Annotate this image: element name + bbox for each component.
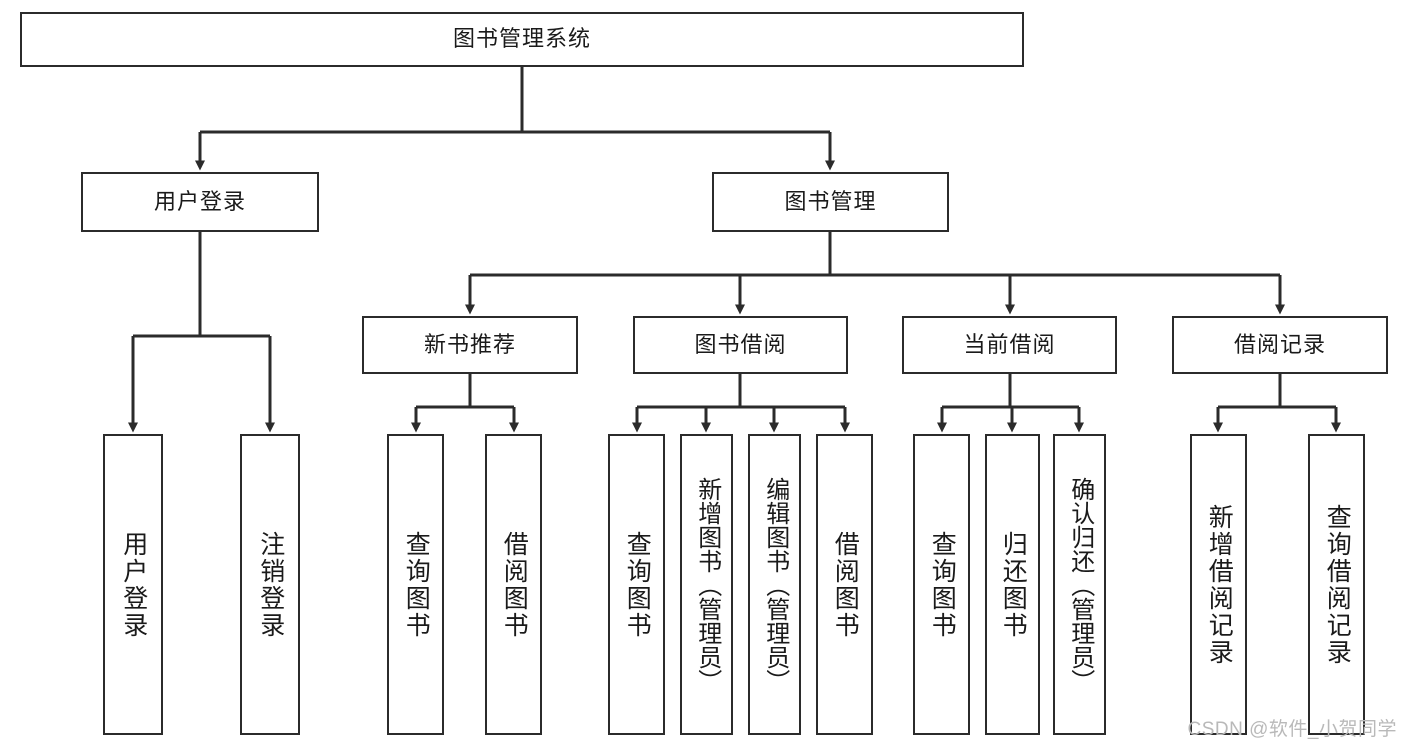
leaf-lend-book-label: 借阅图书 bbox=[831, 530, 860, 639]
leaf-add-borrow-record[interactable]: 新增借阅记录 bbox=[1190, 434, 1247, 735]
watermark: CSDN @软件_小贺同学 bbox=[1187, 719, 1397, 740]
node-book-management[interactable]: 图书管理 bbox=[712, 172, 949, 232]
leaf-add-book-admin-label: 新增图书（管理员） bbox=[693, 476, 721, 693]
leaf-add-book-admin[interactable]: 新增图书（管理员） bbox=[680, 434, 733, 735]
node-new-book-recommend-label: 新书推荐 bbox=[423, 331, 516, 357]
leaf-confirm-return-admin[interactable]: 确认归还（管理员） bbox=[1053, 434, 1106, 735]
node-new-book-recommend[interactable]: 新书推荐 bbox=[362, 316, 578, 374]
node-current-borrow-label: 当前借阅 bbox=[963, 331, 1056, 357]
leaf-borrow-book-rec-label: 借阅图书 bbox=[500, 530, 529, 639]
leaf-return-book-label: 归还图书 bbox=[999, 530, 1028, 639]
leaf-confirm-return-admin-label: 确认归还（管理员） bbox=[1066, 476, 1094, 693]
node-borrow-record-label: 借阅记录 bbox=[1233, 331, 1326, 357]
leaf-query-book-rec-label: 查询图书 bbox=[402, 530, 431, 639]
leaf-query-borrow-record-label: 查询借阅记录 bbox=[1323, 503, 1352, 666]
leaf-user-login[interactable]: 用户登录 bbox=[103, 434, 163, 735]
leaf-borrow-book-rec[interactable]: 借阅图书 bbox=[485, 434, 542, 735]
node-root[interactable]: 图书管理系统 bbox=[20, 12, 1024, 67]
leaf-lend-book[interactable]: 借阅图书 bbox=[816, 434, 873, 735]
node-user-login-label: 用户登录 bbox=[153, 188, 246, 214]
leaf-add-borrow-record-label: 新增借阅记录 bbox=[1205, 503, 1234, 666]
leaf-query-book-current[interactable]: 查询图书 bbox=[913, 434, 970, 735]
leaf-logout[interactable]: 注销登录 bbox=[240, 434, 300, 735]
leaf-query-book-current-label: 查询图书 bbox=[928, 530, 957, 639]
leaf-query-book-borrow[interactable]: 查询图书 bbox=[608, 434, 665, 735]
node-book-management-label: 图书管理 bbox=[784, 188, 877, 214]
node-book-borrow-label: 图书借阅 bbox=[694, 331, 787, 357]
leaf-logout-label: 注销登录 bbox=[256, 530, 285, 639]
leaf-return-book[interactable]: 归还图书 bbox=[985, 434, 1040, 735]
node-book-borrow[interactable]: 图书借阅 bbox=[633, 316, 848, 374]
node-root-label: 图书管理系统 bbox=[452, 26, 591, 52]
leaf-query-book-rec[interactable]: 查询图书 bbox=[387, 434, 444, 735]
leaf-edit-book-admin[interactable]: 编辑图书（管理员） bbox=[748, 434, 801, 735]
node-borrow-record[interactable]: 借阅记录 bbox=[1172, 316, 1388, 374]
node-user-login[interactable]: 用户登录 bbox=[81, 172, 319, 232]
leaf-user-login-label: 用户登录 bbox=[119, 530, 148, 639]
leaf-edit-book-admin-label: 编辑图书（管理员） bbox=[761, 476, 789, 693]
leaf-query-borrow-record[interactable]: 查询借阅记录 bbox=[1308, 434, 1365, 735]
node-current-borrow[interactable]: 当前借阅 bbox=[902, 316, 1117, 374]
leaf-query-book-borrow-label: 查询图书 bbox=[623, 530, 652, 639]
